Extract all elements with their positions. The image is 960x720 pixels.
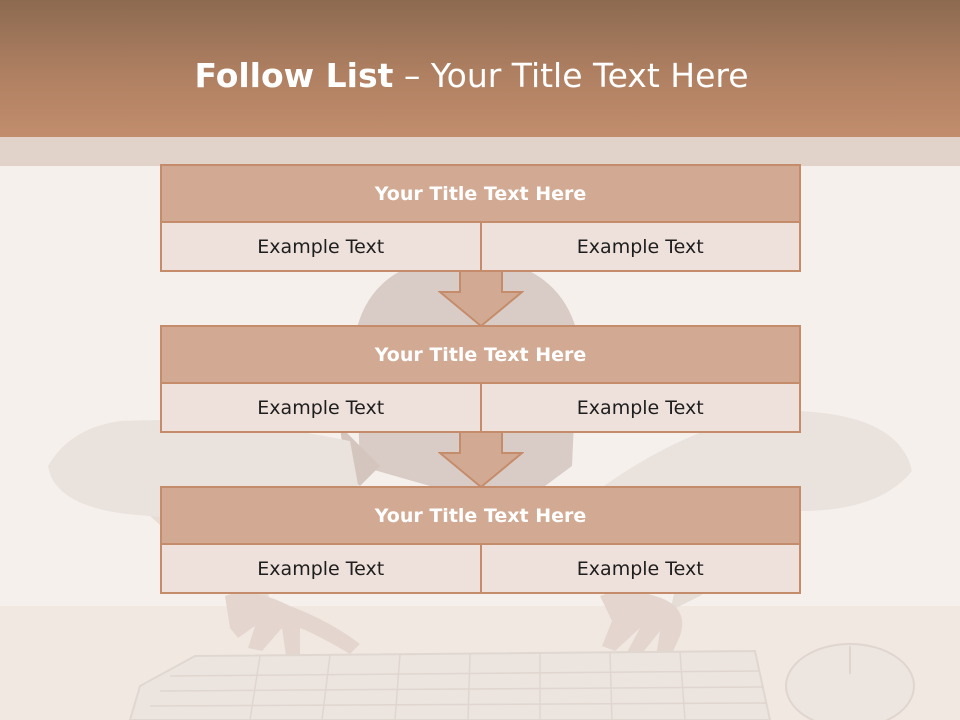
slide-title-rest: – Your Title Text Here <box>393 56 749 95</box>
down-arrow-icon <box>438 431 524 489</box>
list-block-2: Your Title Text Here Example Text Exampl… <box>160 325 801 433</box>
block-row: Example Text Example Text <box>162 384 799 431</box>
block-row: Example Text Example Text <box>162 223 799 270</box>
list-block-3: Your Title Text Here Example Text Exampl… <box>160 486 801 594</box>
block-cell-left: Example Text <box>257 557 385 580</box>
down-arrow-icon <box>438 270 524 328</box>
slide-title: Follow List – Your Title Text Here <box>0 54 943 98</box>
block-title: Your Title Text Here <box>162 488 799 545</box>
list-block-1: Your Title Text Here Example Text Exampl… <box>160 164 801 272</box>
slide-title-bold: Follow List <box>194 56 394 95</box>
block-cell-right: Example Text <box>479 223 800 270</box>
block-cell-left: Example Text <box>257 396 385 419</box>
block-title: Your Title Text Here <box>162 327 799 384</box>
block-cell-right: Example Text <box>479 545 800 592</box>
block-cell-left: Example Text <box>257 235 385 258</box>
block-cell-right: Example Text <box>479 384 800 431</box>
block-title: Your Title Text Here <box>162 166 799 223</box>
block-row: Example Text Example Text <box>162 545 799 592</box>
title-underband <box>0 137 960 166</box>
title-bar <box>0 0 960 137</box>
